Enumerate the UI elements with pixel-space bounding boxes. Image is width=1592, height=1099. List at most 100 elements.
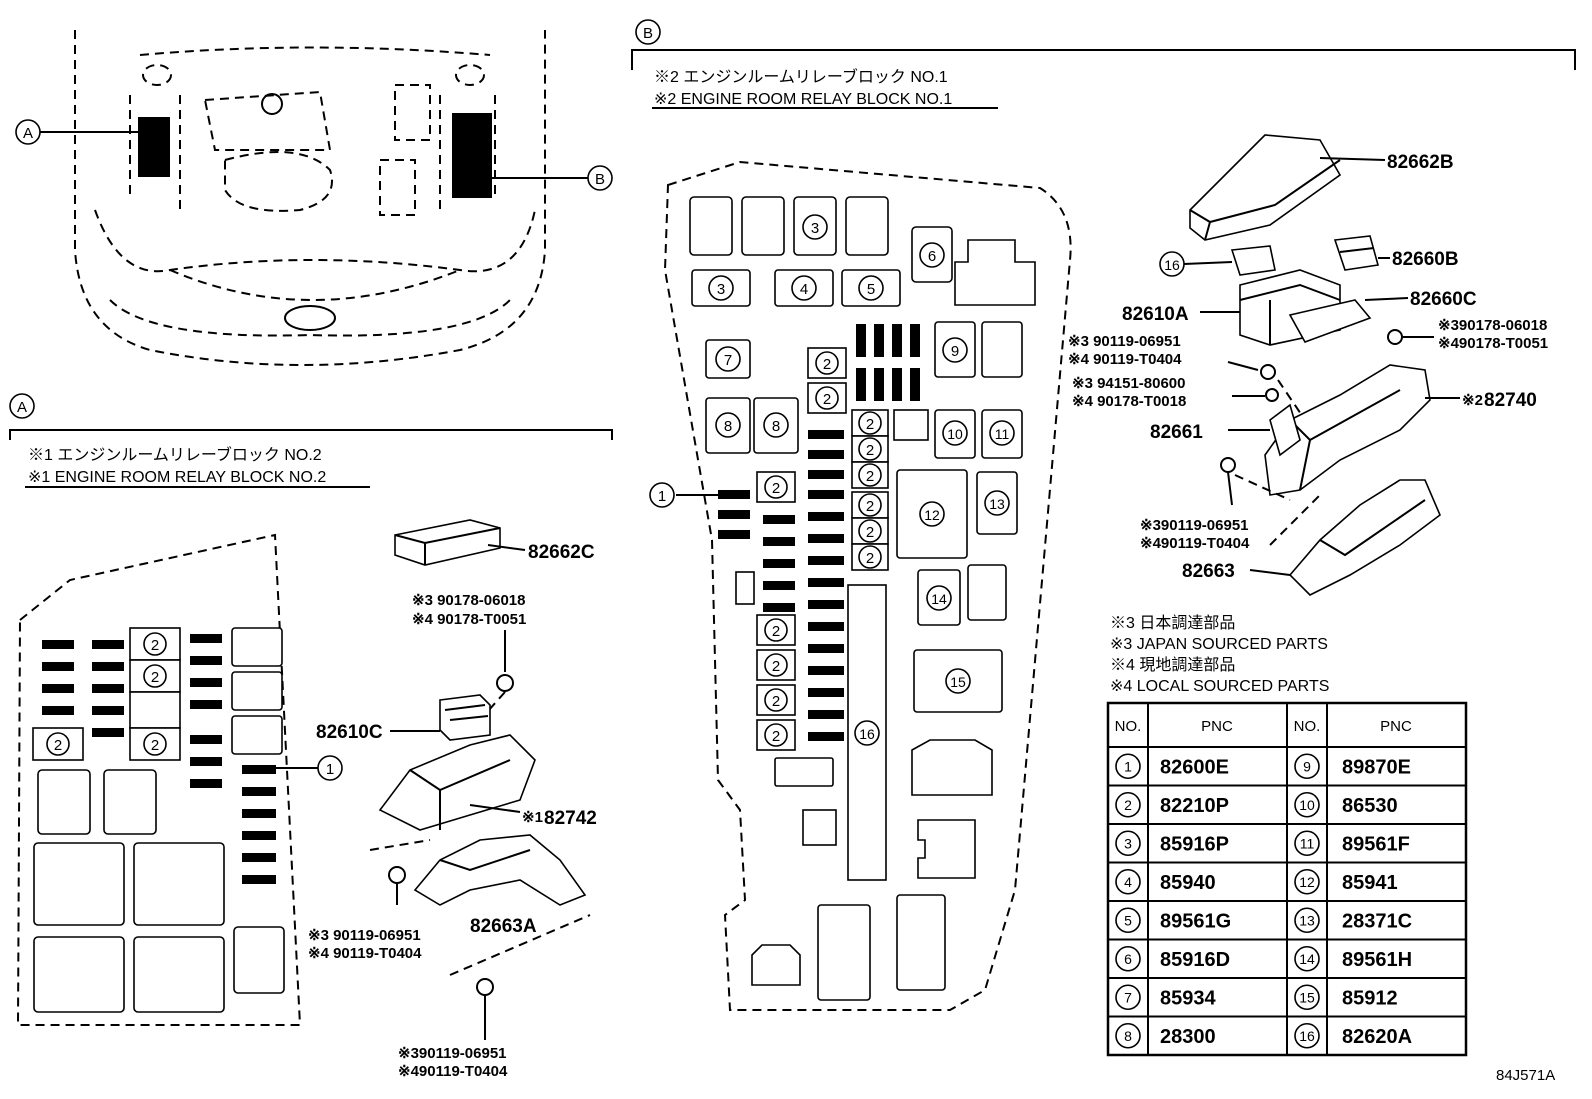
table-cell-pnc: 85916P bbox=[1160, 833, 1229, 855]
b-cover-pn: 82662B bbox=[1387, 152, 1454, 173]
table-cell-no: 8 bbox=[1124, 1028, 1132, 1044]
section-a: A ※1 エンジンルームリレーブロック NO.2 ※1 ENGINE ROOM … bbox=[9, 393, 613, 1080]
table-cell-pnc: 86530 bbox=[1342, 795, 1398, 817]
section-b-note-jp: ※2 エンジンルームリレーブロック NO.1 bbox=[654, 67, 948, 86]
b-callout-9: 9 bbox=[951, 343, 959, 360]
a-bolt1-local: ※4 90119-T0404 bbox=[308, 945, 422, 962]
section-b-exploded-parts: 82662B 16 82660B 82610A 82660C ※3 90119-… bbox=[1068, 134, 1548, 596]
b-callout-12: 12 bbox=[924, 507, 940, 523]
table-cell-pnc: 28300 bbox=[1160, 1026, 1216, 1048]
legend-line-3: ※4 現地調達部品 bbox=[1110, 656, 1235, 674]
section-b-letter: B bbox=[643, 25, 653, 42]
table-cell-no: 10 bbox=[1299, 797, 1315, 813]
a-callout-1: 1 bbox=[326, 761, 334, 778]
b-callout-16-part: 16 bbox=[1164, 257, 1180, 273]
table-cell-no: 14 bbox=[1299, 951, 1315, 967]
relay-block-no1-outline bbox=[663, 160, 1072, 1011]
table-cell-pnc: 89561H bbox=[1342, 949, 1412, 971]
table-cell-pnc: 85941 bbox=[1342, 872, 1398, 894]
b-callout-10: 10 bbox=[947, 426, 963, 442]
table-cell-pnc: 82210P bbox=[1160, 795, 1229, 817]
a-fuse-2: 2 bbox=[151, 737, 159, 754]
view-b-letter: B bbox=[595, 171, 605, 188]
section-a-exploded-parts: 82662C ※3 90178-06018 ※4 90178-T0051 826… bbox=[308, 519, 597, 1080]
b-callout-5: 5 bbox=[867, 281, 875, 298]
b-callout-2: 2 bbox=[866, 550, 874, 567]
legend-line-4: ※4 LOCAL SOURCED PARTS bbox=[1110, 678, 1329, 695]
table-header: PNC bbox=[1201, 718, 1233, 735]
table-cell-no: 11 bbox=[1300, 835, 1315, 851]
table-cell-pnc: 85934 bbox=[1160, 987, 1216, 1009]
table-cell-pnc: 85940 bbox=[1160, 872, 1216, 894]
table-header: NO. bbox=[1294, 718, 1321, 735]
section-a-note-jp: ※1 エンジンルームリレーブロック NO.2 bbox=[28, 445, 322, 464]
b-callout-8: 8 bbox=[772, 418, 780, 435]
table-cell-no: 5 bbox=[1124, 912, 1132, 928]
table-cell-no: 9 bbox=[1303, 758, 1311, 774]
b-callout-2: 2 bbox=[866, 468, 874, 485]
a-nut-local: ※4 90178-T0051 bbox=[412, 611, 526, 628]
b-callout-3: 3 bbox=[717, 281, 725, 298]
table-cell-no: 2 bbox=[1124, 797, 1132, 813]
legend-line-1: ※3 日本調達部品 bbox=[1110, 614, 1235, 632]
b-bracket-pn: 82740 bbox=[1484, 390, 1537, 411]
b-callout-2: 2 bbox=[772, 728, 780, 745]
b-callout-2: 2 bbox=[866, 442, 874, 459]
table-cell-no: 16 bbox=[1299, 1028, 1315, 1044]
table-cell-no: 4 bbox=[1124, 874, 1132, 890]
a-fuse-2: 2 bbox=[151, 637, 159, 654]
b-relay-b-pn: 82660B bbox=[1392, 249, 1459, 270]
b-callout-2: 2 bbox=[823, 391, 831, 408]
a-bracket-pn: 82742 bbox=[544, 808, 597, 829]
table-cell-no: 7 bbox=[1124, 989, 1132, 1005]
table-header: NO. bbox=[1115, 718, 1142, 735]
a-bolt1-jp: ※3 90119-06951 bbox=[308, 927, 421, 944]
relay-block-no2-outline bbox=[16, 533, 302, 1026]
table-cell-no: 13 bbox=[1299, 912, 1315, 928]
a-bolt2-jp: ※390119-06951 bbox=[398, 1045, 507, 1062]
b-callout-11: 11 bbox=[995, 426, 1010, 442]
b-callout-16: 16 bbox=[859, 726, 875, 742]
table-cell-pnc: 85916D bbox=[1160, 949, 1230, 971]
table-cell-pnc: 89870E bbox=[1342, 756, 1411, 778]
b-callout-7: 7 bbox=[724, 352, 732, 369]
b-callout-2: 2 bbox=[866, 416, 874, 433]
a-lower-pn: 82663A bbox=[470, 916, 537, 937]
b-callout-2: 2 bbox=[823, 356, 831, 373]
b-clip-jp: ※3 94151-80600 bbox=[1072, 375, 1186, 392]
a-bolt2-local: ※490119-T0404 bbox=[398, 1063, 508, 1080]
a-bracket-mark: ※1 bbox=[522, 809, 543, 826]
legend-line-2: ※3 JAPAN SOURCED PARTS bbox=[1110, 636, 1328, 653]
table-cell-pnc: 82620A bbox=[1342, 1026, 1412, 1048]
relay-block-no1-contents: 3 6 3 4 5 7 2 2 bbox=[649, 196, 1036, 1001]
b-nut-local: ※490178-T0051 bbox=[1438, 335, 1548, 352]
b-callout-4: 4 bbox=[800, 281, 808, 298]
table-cell-pnc: 89561G bbox=[1160, 910, 1231, 932]
b-bracket2-pn: 82661 bbox=[1150, 422, 1203, 443]
relay-block-no2-fuses: 2 2 2 2 bbox=[32, 627, 285, 1013]
a-cover-pn: 82662C bbox=[528, 542, 595, 563]
table-cell-no: 3 bbox=[1124, 835, 1132, 851]
b-clip-local: ※4 90178-T0018 bbox=[1072, 393, 1186, 410]
b-callout-14: 14 bbox=[931, 591, 947, 607]
b-nut-jp: ※390178-06018 bbox=[1438, 317, 1547, 334]
b-bolt1-local: ※4 90119-T0404 bbox=[1068, 351, 1182, 368]
section-b-note-en: ※2 ENGINE ROOM RELAY BLOCK NO.1 bbox=[654, 91, 952, 108]
table-cell-pnc: 28371C bbox=[1342, 910, 1412, 932]
b-bolt2-local: ※490119-T0404 bbox=[1140, 535, 1250, 552]
view-a-letter: A bbox=[23, 125, 33, 142]
b-relay-c-pn: 82660C bbox=[1410, 289, 1477, 310]
table-cell-no: 15 bbox=[1299, 989, 1315, 1005]
b-callout-2: 2 bbox=[772, 480, 780, 497]
b-callout-6: 6 bbox=[928, 248, 936, 265]
engine-bay-view: A B bbox=[15, 30, 613, 366]
a-fuse-2: 2 bbox=[151, 669, 159, 686]
b-callout-2: 2 bbox=[772, 693, 780, 710]
section-a-note-en: ※1 ENGINE ROOM RELAY BLOCK NO.2 bbox=[28, 469, 326, 486]
b-bracket-mark: ※2 bbox=[1462, 392, 1483, 409]
table-cell-no: 6 bbox=[1124, 951, 1132, 967]
b-lower-pn: 82663 bbox=[1182, 561, 1235, 582]
b-callout-2: 2 bbox=[866, 524, 874, 541]
